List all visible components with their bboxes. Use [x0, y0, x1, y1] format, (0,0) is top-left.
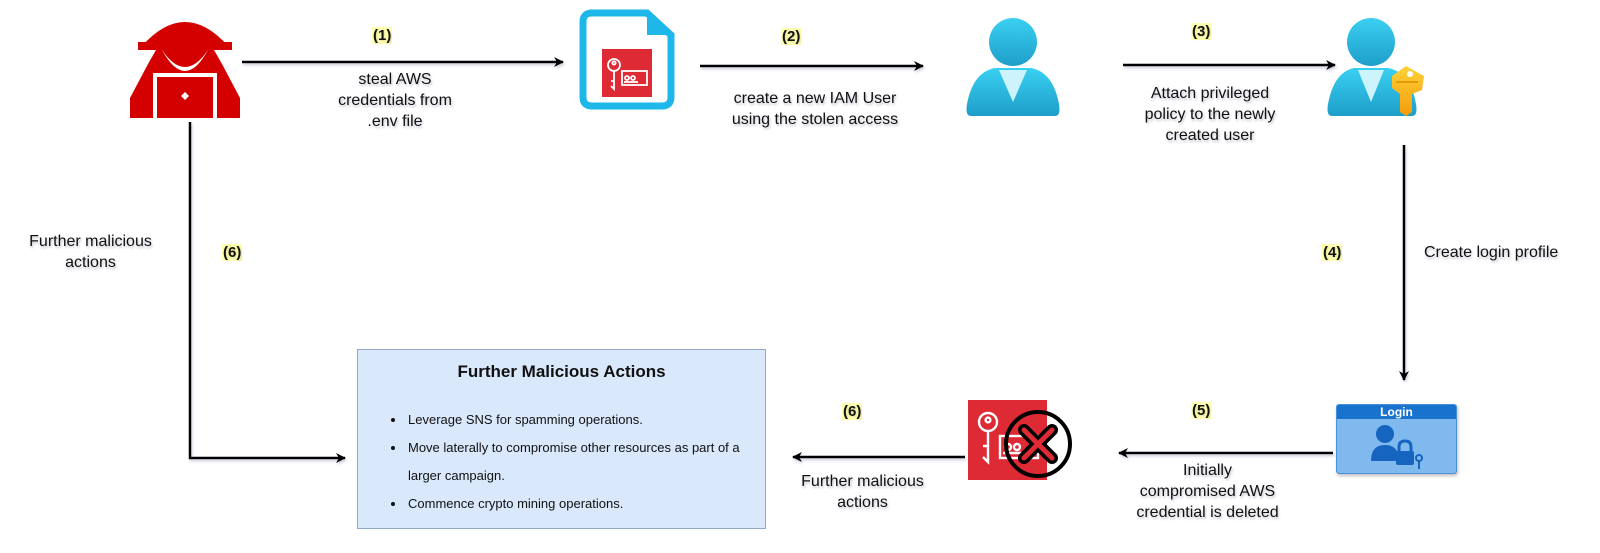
deleted-credential-icon — [968, 400, 1072, 480]
hacker-icon — [128, 6, 242, 118]
step-5-number: (5) — [1191, 402, 1212, 419]
further-actions-list: Leverage SNS for spamming operations. Mo… — [378, 406, 766, 518]
env-file-node[interactable] — [579, 9, 675, 110]
further-action-item: Move laterally to compromise other resou… — [406, 434, 766, 490]
step-5-label: Initially compromised AWS credential is … — [1136, 462, 1279, 521]
attacker-node[interactable] — [128, 6, 242, 118]
user-icon — [966, 18, 1060, 116]
further-actions-title: Further Malicious Actions — [457, 362, 666, 381]
step-6-number-bottom: (6) — [842, 403, 863, 420]
login-header: Login — [1337, 405, 1456, 419]
step-6-number-left: (6) — [222, 244, 243, 261]
step-4-number: (4) — [1322, 244, 1343, 261]
step-1-number: (1) — [372, 27, 393, 44]
step-2-number: (2) — [781, 28, 802, 45]
deleted-credential-node[interactable] — [968, 400, 1076, 480]
step-3-number: (3) — [1191, 23, 1212, 40]
iam-user-node[interactable] — [963, 16, 1063, 120]
step-2-label: create a new IAM User using the stolen a… — [731, 90, 899, 128]
further-action-item: Leverage SNS for spamming operations. — [406, 406, 766, 434]
step-6-label-bottom: Further malicious actions — [801, 473, 924, 511]
user-with-key-icon — [1327, 18, 1424, 116]
credential-file-icon — [579, 9, 675, 110]
step-4-label: Create login profile — [1424, 244, 1559, 261]
step-6-label-left: Further malicious actions — [29, 233, 152, 271]
step-1-label: steal AWS credentials from .env file — [338, 71, 452, 130]
arrow-step-6-left — [188, 122, 346, 463]
further-action-item: Commence crypto mining operations. — [406, 490, 766, 518]
further-actions-box: Further Malicious Actions Leverage SNS f… — [357, 349, 766, 529]
step-3-label: Attach privileged policy to the newly cr… — [1144, 85, 1276, 144]
login-profile-icon — [1371, 425, 1423, 469]
privileged-user-node[interactable] — [1326, 16, 1430, 120]
login-profile-node[interactable]: Login — [1336, 404, 1457, 474]
